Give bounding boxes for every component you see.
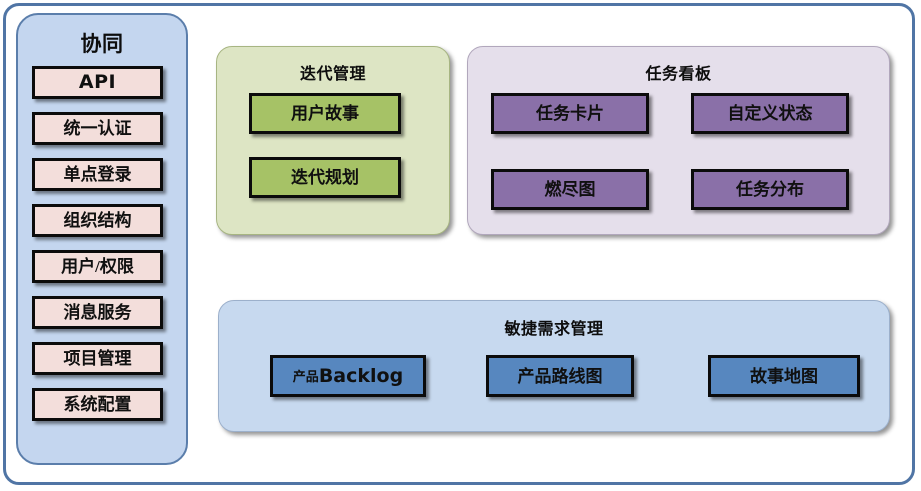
agile-item-product-backlog-latin: Backlog	[318, 364, 404, 387]
collab-item-system-config[interactable]: 系统配置	[32, 388, 163, 421]
collab-item-org-structure[interactable]: 组织结构	[32, 204, 163, 237]
taskboard-item-task-card[interactable]: 任务卡片	[491, 93, 649, 134]
collab-item-api[interactable]: API	[32, 66, 163, 99]
agile-item-story-map[interactable]: 故事地图	[708, 355, 860, 397]
taskboard-panel-title: 任务看板	[645, 64, 712, 83]
agile-item-product-backlog-cjk: 产品	[292, 368, 319, 384]
agile-panel-title: 敏捷需求管理	[504, 319, 604, 338]
taskboard-item-custom-status[interactable]: 自定义状态	[691, 93, 849, 134]
taskboard-item-task-distribution[interactable]: 任务分布	[691, 169, 849, 210]
collab-item-user-permission[interactable]: 用户/权限	[32, 250, 163, 283]
collab-panel-title: 协同	[80, 32, 124, 56]
collab-item-message-service[interactable]: 消息服务	[32, 296, 163, 329]
iteration-item-iteration-planning[interactable]: 迭代规划	[249, 157, 401, 198]
agile-item-product-roadmap[interactable]: 产品路线图	[486, 355, 634, 397]
iteration-panel-title: 迭代管理	[299, 64, 366, 83]
taskboard-item-burndown-chart[interactable]: 燃尽图	[491, 169, 649, 210]
collab-item-unified-auth[interactable]: 统一认证	[32, 112, 163, 145]
collab-item-project-management[interactable]: 项目管理	[32, 342, 163, 375]
iteration-item-user-story[interactable]: 用户故事	[249, 93, 401, 134]
iteration-panel[interactable]: 迭代管理	[216, 46, 450, 235]
collab-item-sso[interactable]: 单点登录	[32, 158, 163, 191]
